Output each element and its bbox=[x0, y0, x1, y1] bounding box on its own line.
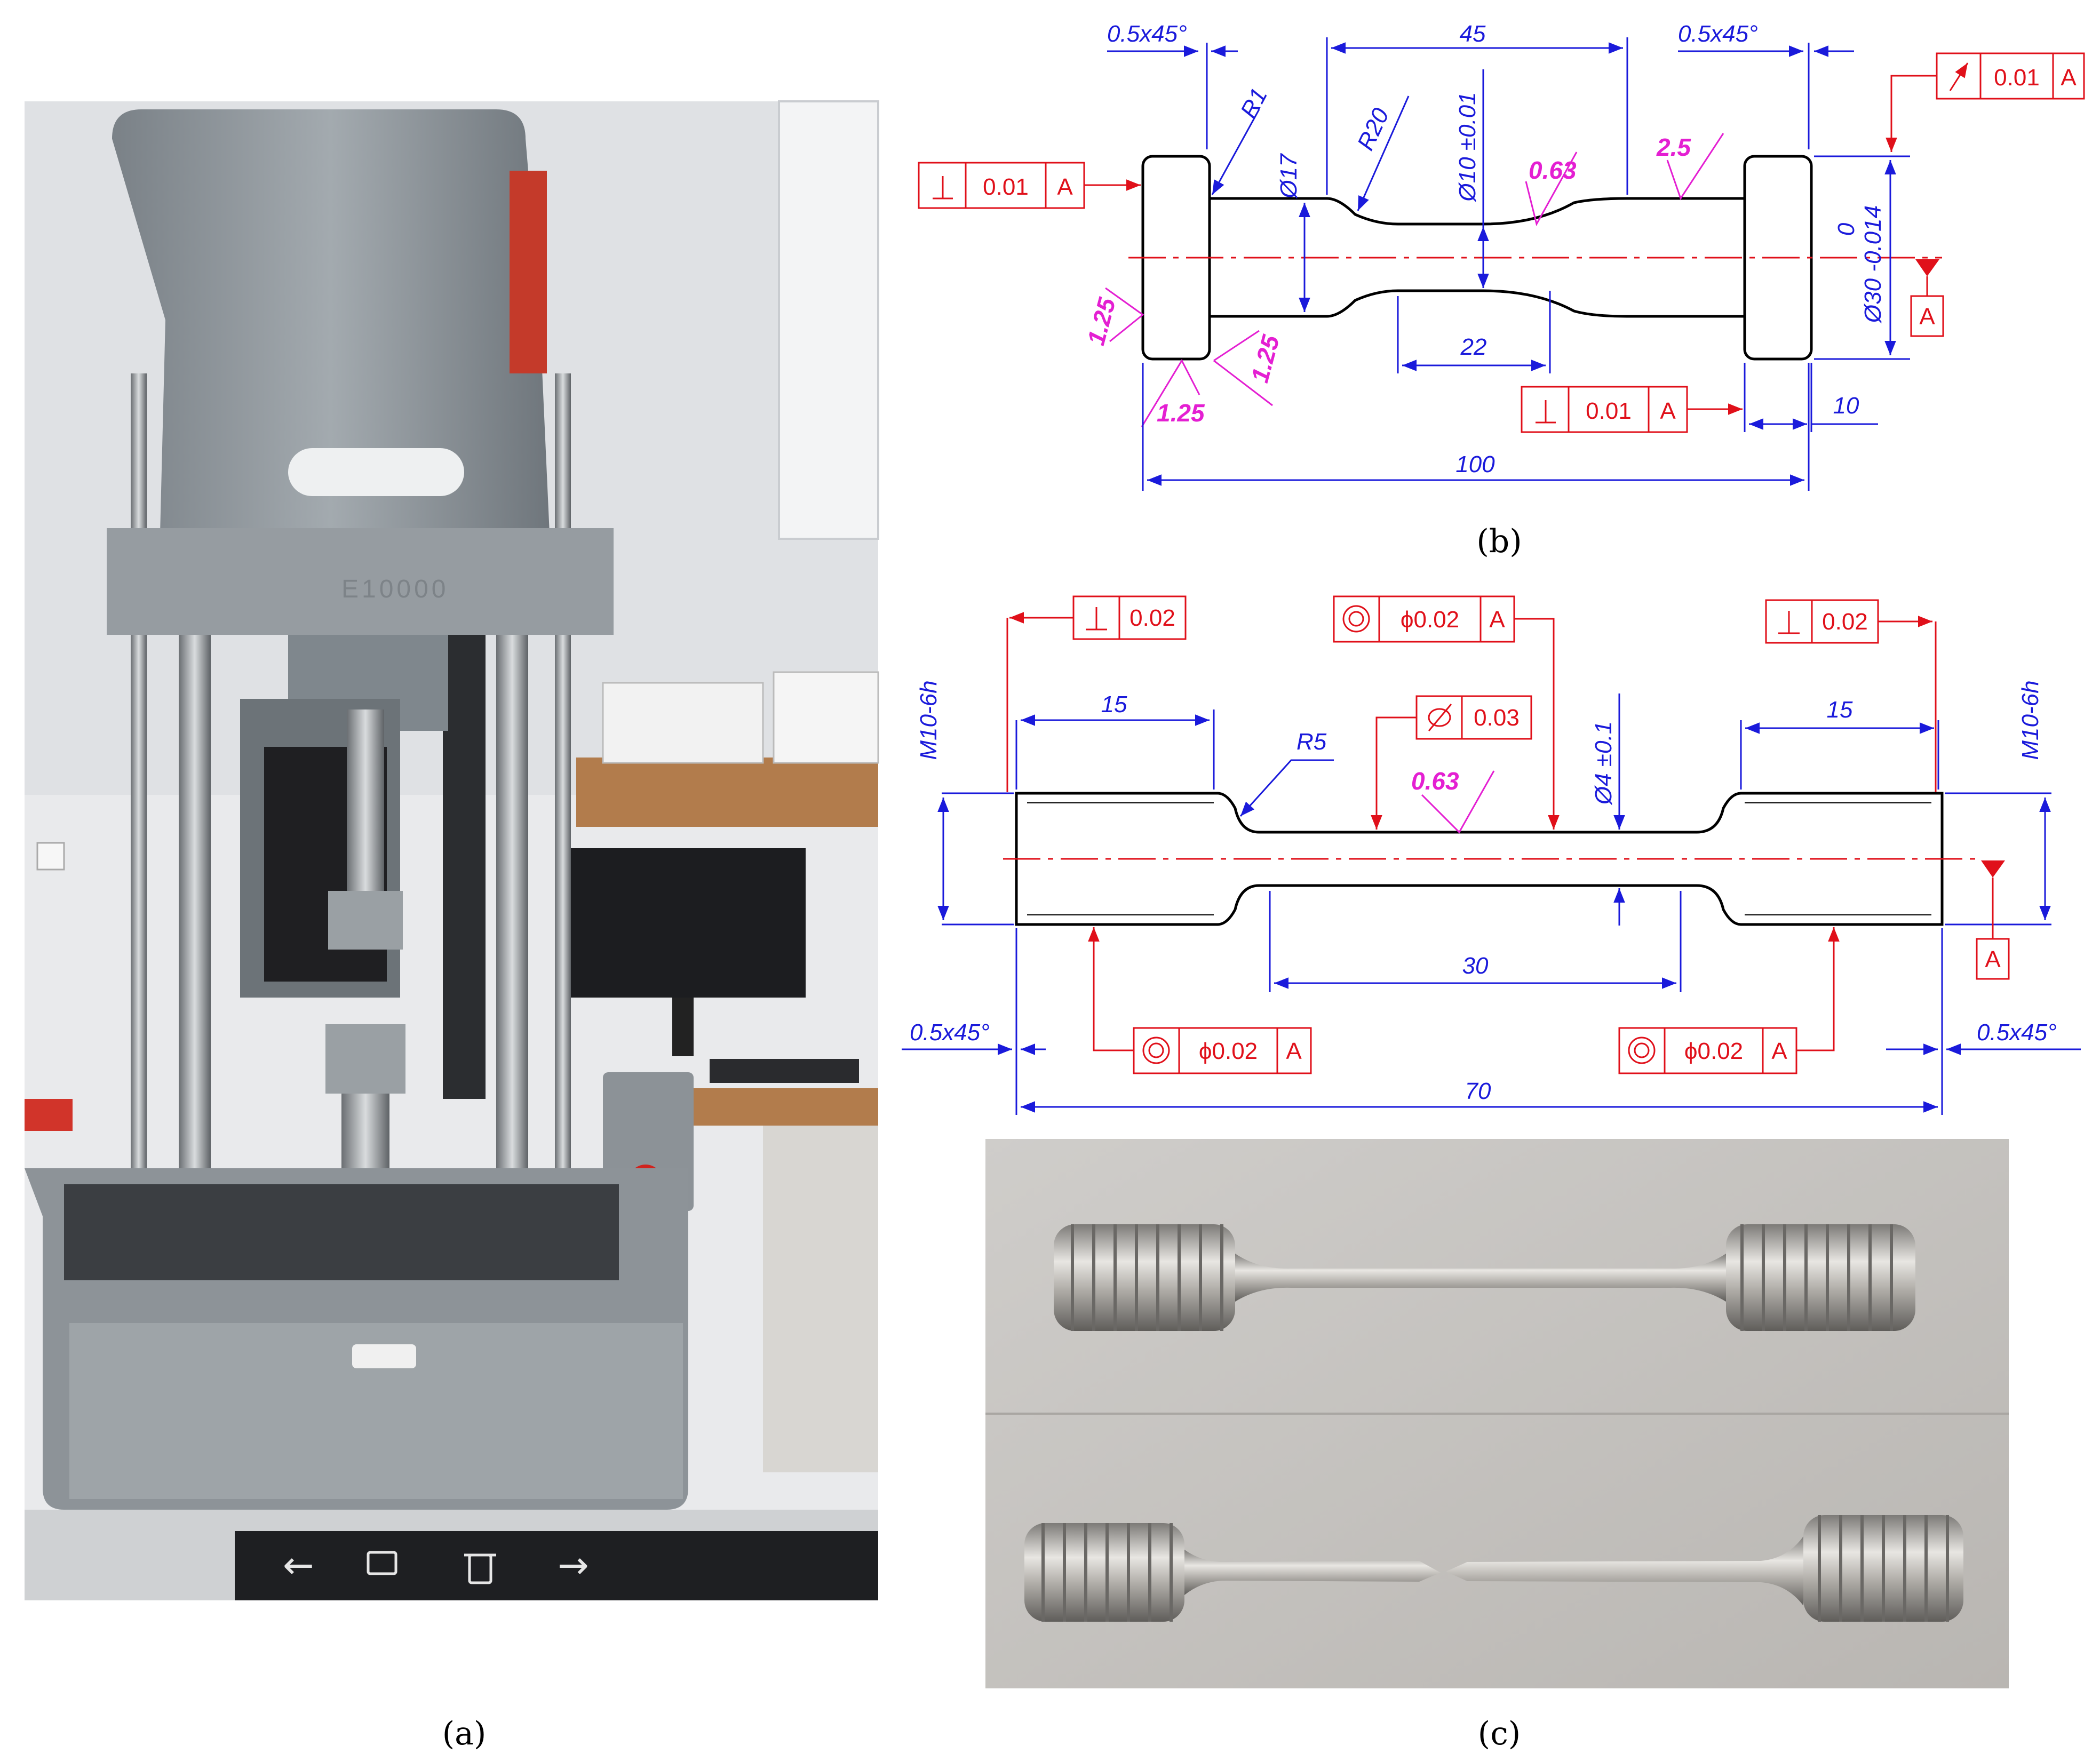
photo-viewer-toolbar bbox=[235, 1531, 878, 1600]
caption-c: (c) bbox=[1478, 1715, 1521, 1752]
b-gauge-length: 45 bbox=[1460, 21, 1486, 47]
svg-text:ϕ0.02: ϕ0.02 bbox=[1199, 1038, 1258, 1064]
b-radius-20: R20 bbox=[1353, 104, 1395, 154]
b-roughness-125-b: 1.25 bbox=[1157, 399, 1205, 427]
c-len-15-left: 15 bbox=[1101, 691, 1127, 717]
svg-text:A: A bbox=[1985, 946, 2001, 972]
c-fcf-perp-right: 0.02 bbox=[1765, 599, 1937, 792]
arrow-right-icon[interactable]: → bbox=[558, 1543, 589, 1587]
machine-label: E10000 bbox=[341, 575, 449, 603]
svg-text:0.02: 0.02 bbox=[1822, 609, 1868, 635]
c-thread-right: M10-6h bbox=[2017, 680, 2043, 760]
b-datum-a: A bbox=[1910, 259, 1944, 337]
c-datum-a: A bbox=[1976, 860, 2010, 980]
b-radius-1: R1 bbox=[1236, 84, 1273, 123]
b-dia-30-lower: Ø30 -0.014 bbox=[1860, 205, 1886, 324]
b-roughness-125-c: 1.25 bbox=[1245, 331, 1285, 385]
svg-text:A: A bbox=[2061, 65, 2077, 91]
c-len-15-right: 15 bbox=[1827, 697, 1853, 723]
arrow-left-icon[interactable]: ← bbox=[283, 1543, 314, 1587]
b-dia-30-upper: 0 bbox=[1833, 222, 1859, 236]
c-radius-5: R5 bbox=[1296, 729, 1327, 755]
b-len-22: 22 bbox=[1460, 334, 1487, 360]
svg-text:ϕ0.02: ϕ0.02 bbox=[1684, 1038, 1743, 1064]
c-fcf-conc-bottom-left: ϕ0.02 A bbox=[1088, 927, 1312, 1074]
svg-text:0.03: 0.03 bbox=[1474, 705, 1520, 731]
b-roughness-125-a: 1.25 bbox=[1081, 294, 1121, 348]
photo-test-machine: E10000 ← → bbox=[25, 100, 879, 1600]
c-fcf-conc-bottom-right: ϕ0.02 A bbox=[1618, 927, 1840, 1074]
c-len-30: 30 bbox=[1462, 953, 1489, 979]
svg-text:0.01: 0.01 bbox=[1586, 398, 1632, 424]
svg-text:0.02: 0.02 bbox=[1129, 605, 1175, 631]
svg-text:ϕ0.02: ϕ0.02 bbox=[1401, 607, 1459, 633]
c-thread-left: M10-6h bbox=[916, 680, 942, 760]
drawing-specimen-b: 0.5x45° 0.5x45° 45 R1 R20 Ø17 Ø10 ±0.01 … bbox=[918, 21, 2085, 491]
c-chamfer-left: 0.5x45° bbox=[910, 1019, 990, 1046]
b-fcf-left: 0.01 A bbox=[918, 162, 1141, 209]
specimen-fractured bbox=[1024, 1515, 1963, 1622]
svg-text:A: A bbox=[1489, 607, 1505, 633]
svg-text:0.01: 0.01 bbox=[983, 174, 1029, 200]
svg-text:A: A bbox=[1286, 1038, 1302, 1064]
svg-text:A: A bbox=[1919, 304, 1935, 330]
svg-text:A: A bbox=[1057, 174, 1073, 200]
caption-b: (b) bbox=[1476, 523, 1522, 560]
specimen-intact bbox=[1054, 1224, 1915, 1331]
svg-text:0.01: 0.01 bbox=[1994, 65, 2040, 91]
b-roughness-25: 2.5 bbox=[1656, 133, 1691, 161]
b-fcf-runout: 0.01 A bbox=[1886, 52, 2085, 152]
b-chamfer-left: 0.5x45° bbox=[1107, 21, 1187, 47]
c-fcf-conc-top: ϕ0.02 A bbox=[1333, 595, 1560, 830]
b-len-10: 10 bbox=[1833, 393, 1859, 419]
drawing-specimen-c: M10-6h M10-6h 15 15 R5 Ø4 ±0.1 0.63 30 bbox=[902, 595, 2081, 1115]
c-dia-4: Ø4 ±0.1 bbox=[1590, 721, 1617, 806]
photo-specimens bbox=[985, 1139, 2009, 1688]
c-fcf-perp-left: 0.02 bbox=[1006, 595, 1187, 792]
svg-text:A: A bbox=[1771, 1038, 1787, 1064]
svg-text:A: A bbox=[1660, 398, 1676, 424]
b-fcf-bottom: 0.01 A bbox=[1521, 386, 1743, 433]
b-dia-17: Ø17 bbox=[1276, 153, 1302, 200]
c-len-70: 70 bbox=[1465, 1078, 1491, 1104]
c-roughness-063: 0.63 bbox=[1411, 767, 1459, 795]
b-roughness-063: 0.63 bbox=[1529, 156, 1577, 184]
b-dia-10: Ø10 ±0.01 bbox=[1454, 92, 1481, 202]
c-chamfer-right: 0.5x45° bbox=[1977, 1019, 2057, 1046]
b-chamfer-right: 0.5x45° bbox=[1678, 21, 1758, 47]
comment-icon[interactable] bbox=[367, 1551, 397, 1575]
b-len-100: 100 bbox=[1455, 451, 1495, 477]
caption-a: (a) bbox=[442, 1715, 487, 1752]
c-fcf-cyl: 0.03 bbox=[1371, 695, 1532, 830]
